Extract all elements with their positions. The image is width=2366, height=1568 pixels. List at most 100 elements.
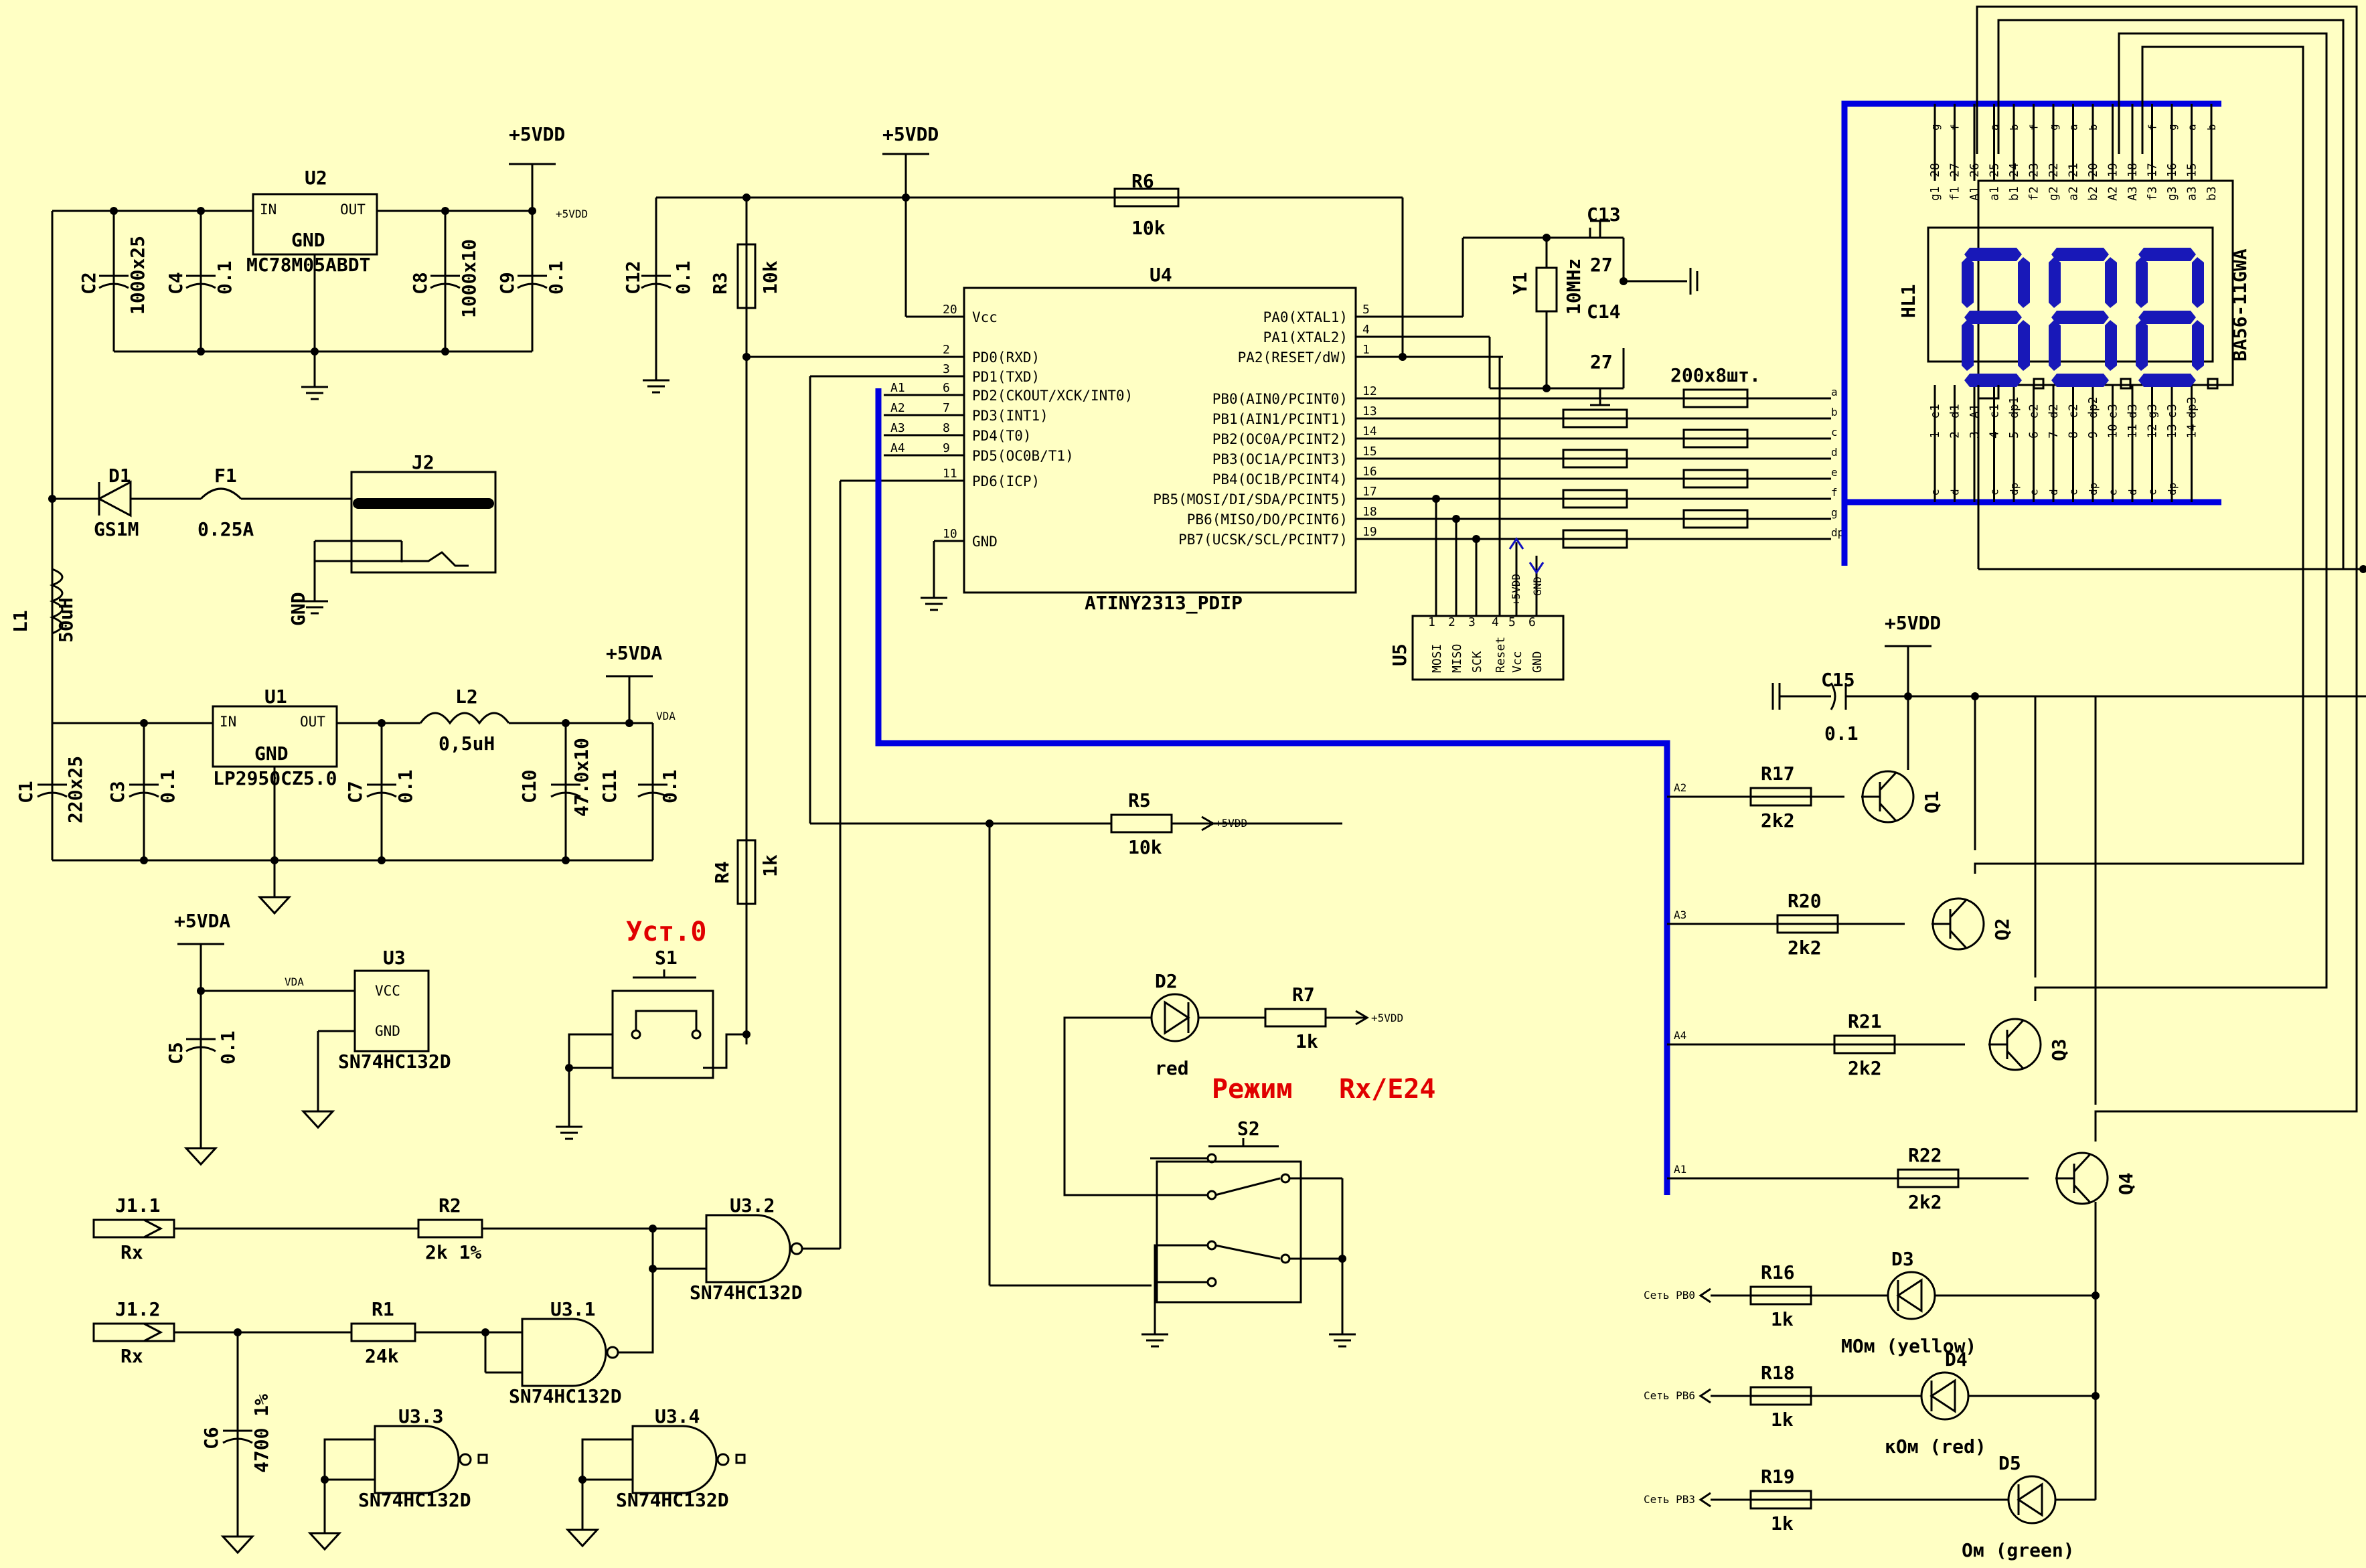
hl1-part: BA56-11GWA [2229,248,2251,362]
hl1-top-pin-a2: a2 [2067,186,2081,201]
seg-net-c: c [1831,426,1838,439]
y1-ref: Y1 [1509,272,1531,295]
p5vda-label-2: +5VDA [174,910,230,932]
r20-value: 2k2 [1788,937,1822,959]
c3-value: 0.1 [157,769,179,803]
j2-connector [350,471,497,574]
hl1-top-net-1: f [1949,124,1962,131]
u4-pin-9-num: 9 [943,441,950,455]
u5-vcc-net: +5VDD [1510,574,1522,606]
s2-ref: S2 [1237,1117,1260,1140]
c3-ref: C3 [106,781,129,803]
seg-net-d: d [1831,446,1838,459]
bus-a3: A3 [1674,909,1686,921]
u4-pin-10-num: 10 [943,527,957,541]
vda-net-label: VDA [285,975,304,988]
u3-3-ref: U3.3 [398,1405,443,1427]
u4-pin-2-name: PD0(RXD) [972,349,1040,366]
hl1-bot-num-3: 3 [1968,431,1982,439]
bus-a2: A2 [1674,781,1686,794]
u4-pin-18-name: PB6(MISO/DO/PCINT6) [1187,512,1348,528]
u4-pin-15-name: PB3(OC1A/PCINT3) [1212,451,1348,467]
q1-ref: Q1 [1921,791,1943,813]
r17-ref: R17 [1761,763,1795,785]
u4-ref: U4 [1150,264,1172,286]
d4-ref: D4 [1945,1348,1968,1370]
u3-3-part: SN74HC132D [358,1489,471,1511]
u3-ref: U3 [383,947,406,969]
hl1-bot-net-6: d [2047,489,2060,495]
q4-ref: Q4 [2115,1172,2137,1195]
q3-ref: Q3 [2048,1038,2070,1061]
u5-pin-num-6: 6 [1528,615,1536,629]
hl1-bot-net-5: e [2028,489,2041,495]
hl1-bot-num-9: 9 [2086,431,2100,439]
c12-ref: C12 [622,260,644,295]
c1-value: 220x25 [64,756,86,824]
seg-net-e: e [1831,466,1838,479]
display-section: g128gf127fA126a125ab124bf223fg222ga221ab… [1897,5,2366,1142]
u4-pin-7-name: PD3(INT1) [972,408,1048,424]
hl1-bot-num-4: 4 [1988,431,2002,439]
r21-ref: R21 [1848,1010,1882,1032]
hl1-display-body [1977,179,2234,386]
u4-pin-5-name: PA0(XTAL1) [1263,309,1348,325]
u4-pin-3-name: PD1(TXD) [972,369,1040,385]
u4-pin-10-name: GND [972,534,998,550]
r5-net: +5VDD [1215,817,1247,830]
hl1-bot-num-14: 14 [2185,424,2199,439]
r5-ref: R5 [1128,789,1151,811]
hl1-top-pin-g1: g1 [1928,186,1942,201]
u3-1-ref: U3.1 [550,1298,595,1320]
r1-value: 24k [365,1345,399,1367]
hl1-top-pin-a1: a1 [1988,186,2002,201]
hl1-top-net-13: a [2186,124,2199,131]
c2-value: 1000x25 [127,236,149,315]
u4-pin-17-num: 17 [1362,485,1377,499]
r6-value: 10k [1131,217,1166,239]
r7-value: 1k [1295,1030,1318,1052]
hl1-bot-pin-dp1: dp1 [2007,396,2021,418]
u1-ref: U1 [264,686,287,708]
r18-ref: R18 [1761,1362,1795,1384]
c4-value: 0.1 [214,260,236,295]
l2-value: 0,5uH [439,732,495,755]
hl1-bot-num-5: 5 [2007,431,2021,439]
hl1-bot-pin-dp2: dp2 [2086,396,2100,418]
r20-ref: R20 [1788,890,1822,912]
u4-pin-15-num: 15 [1362,445,1377,459]
u2-ref: U2 [305,167,327,189]
u4-pin-8-num: 8 [943,421,950,435]
led-d5 [2007,1475,2096,1524]
hl1-bottom-pins: e11ed12dA13c14cdp15dpe26ed27dc28cdp29dpe… [1928,385,2199,502]
r3-ref: R3 [709,272,731,295]
u5-pin-MISO: MISO [1450,644,1464,673]
seven-seg-digits [1962,248,2219,390]
u3-2-part: SN74HC132D [690,1281,803,1304]
hl1-top-num-17: 17 [2146,163,2160,177]
hl1-top-num-22: 22 [2047,163,2061,177]
u5-pin-num-3: 3 [1468,615,1476,629]
resistor-array-value: 200x8шт. [1670,364,1761,386]
s2-switch [1156,1160,1302,1304]
r6-ref: R6 [1131,170,1154,192]
d4-value: кОм (red) [1885,1435,1986,1458]
r17-value: 2k2 [1761,809,1795,832]
p5vdd-small-label: +5VDD [556,208,588,220]
j2-gnd-label: GND [287,592,309,626]
p5vdd-label-1: +5VDD [509,123,565,145]
seg-net-f: f [1831,486,1838,499]
j2-ref: J2 [412,451,435,473]
hl1-top-num-21: 21 [2067,163,2081,177]
u4-pin-20-num: 20 [943,303,957,317]
p5vdd-label-3: +5VDD [1885,612,1941,634]
r4-value: 1k [759,854,781,877]
j1-2-ref: J1.2 [115,1298,160,1320]
hl1-bot-pin-d1: d1 [1948,404,1962,418]
hl1-top-num-24: 24 [2007,163,2021,177]
r4-ref: R4 [711,861,733,884]
hl1-top-net-8: b [2087,124,2100,131]
d5-value: Ом (green) [1962,1539,2075,1561]
u2-in: IN [260,202,277,218]
u4-pin-8-name: PD4(T0) [972,428,1032,444]
